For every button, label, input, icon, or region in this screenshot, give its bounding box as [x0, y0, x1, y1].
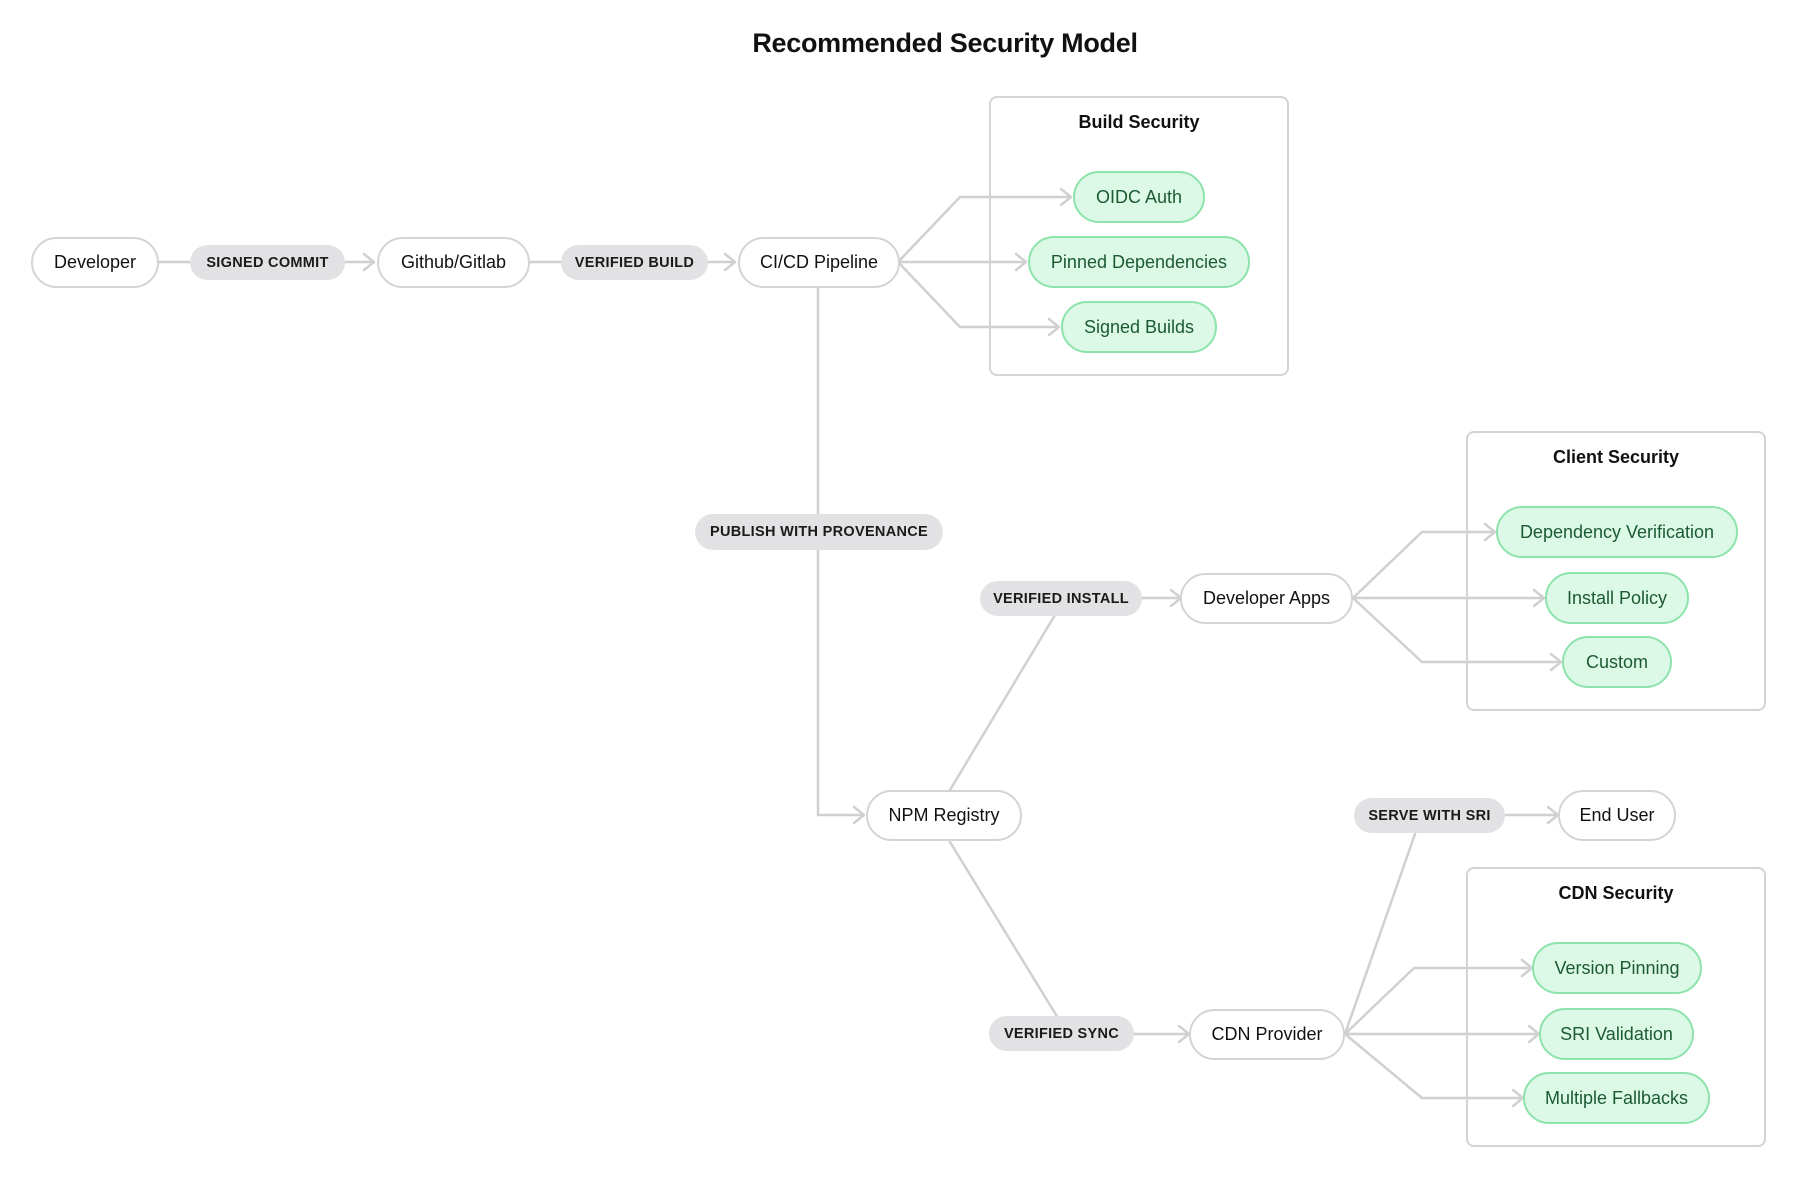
node-sri-validation: SRI Validation	[1539, 1008, 1694, 1060]
node-custom: Custom	[1562, 636, 1672, 688]
node-dependency-verification: Dependency Verification	[1496, 506, 1738, 558]
arrowhead	[1014, 252, 1028, 272]
edge-devapps-depver	[1351, 530, 1495, 600]
edge-cicd-signed	[896, 260, 1059, 329]
arrowhead	[362, 252, 376, 272]
node-github-gitlab: Github/Gitlab	[377, 237, 530, 288]
label-verified-install: VERIFIED INSTALL	[980, 581, 1142, 616]
edge-cicd-oidc	[896, 195, 1071, 264]
cdn-security-group: CDN Security	[1466, 867, 1766, 1147]
arrowhead	[1483, 522, 1497, 542]
label-serve-with-sri: SERVE WITH SRI	[1354, 798, 1505, 833]
diagram-title: Recommended Security Model	[752, 28, 1138, 58]
node-developer: Developer	[31, 237, 159, 288]
node-cdn-provider: CDN Provider	[1189, 1009, 1345, 1060]
edge-npm-cdn	[948, 840, 1060, 1020]
node-developer-apps: Developer Apps	[1180, 573, 1353, 624]
node-version-pinning: Version Pinning	[1532, 942, 1702, 994]
edge-cicd-npm	[816, 285, 864, 817]
node-cicd-pipeline: CI/CD Pipeline	[738, 237, 900, 288]
build-security-group: Build Security	[989, 96, 1289, 376]
node-npm-registry: NPM Registry	[866, 790, 1022, 841]
node-pinned-dependencies: Pinned Dependencies	[1028, 236, 1250, 288]
edge-cdn-version	[1343, 966, 1532, 1036]
node-oidc-auth: OIDC Auth	[1073, 171, 1205, 223]
label-verified-build: VERIFIED BUILD	[561, 245, 708, 280]
label-publish-with-provenance: PUBLISH WITH PROVENANCE	[695, 514, 943, 550]
group-title: Build Security	[1078, 112, 1200, 132]
arrowhead	[1059, 187, 1073, 207]
edge-cdn-enduser	[1343, 832, 1417, 1036]
node-end-user: End User	[1558, 790, 1676, 841]
client-security-group: Client Security	[1466, 431, 1766, 711]
label-verified-sync: VERIFIED SYNC	[989, 1016, 1134, 1051]
arrowhead	[1047, 317, 1061, 337]
node-signed-builds: Signed Builds	[1061, 301, 1217, 353]
label-signed-commit: SIGNED COMMIT	[190, 245, 345, 280]
node-install-policy: Install Policy	[1545, 572, 1689, 624]
arrowhead	[723, 252, 737, 272]
group-title: CDN Security	[1558, 883, 1674, 903]
group-title: Client Security	[1552, 447, 1680, 467]
edge-npm-devapps	[948, 613, 1057, 792]
arrowhead	[852, 805, 866, 825]
node-multiple-fallbacks: Multiple Fallbacks	[1523, 1072, 1710, 1124]
arrowhead	[1549, 652, 1563, 672]
edge-cdn-fallbacks	[1343, 1032, 1523, 1100]
edge-devapps-custom	[1351, 596, 1561, 664]
arrowhead	[1532, 588, 1546, 608]
